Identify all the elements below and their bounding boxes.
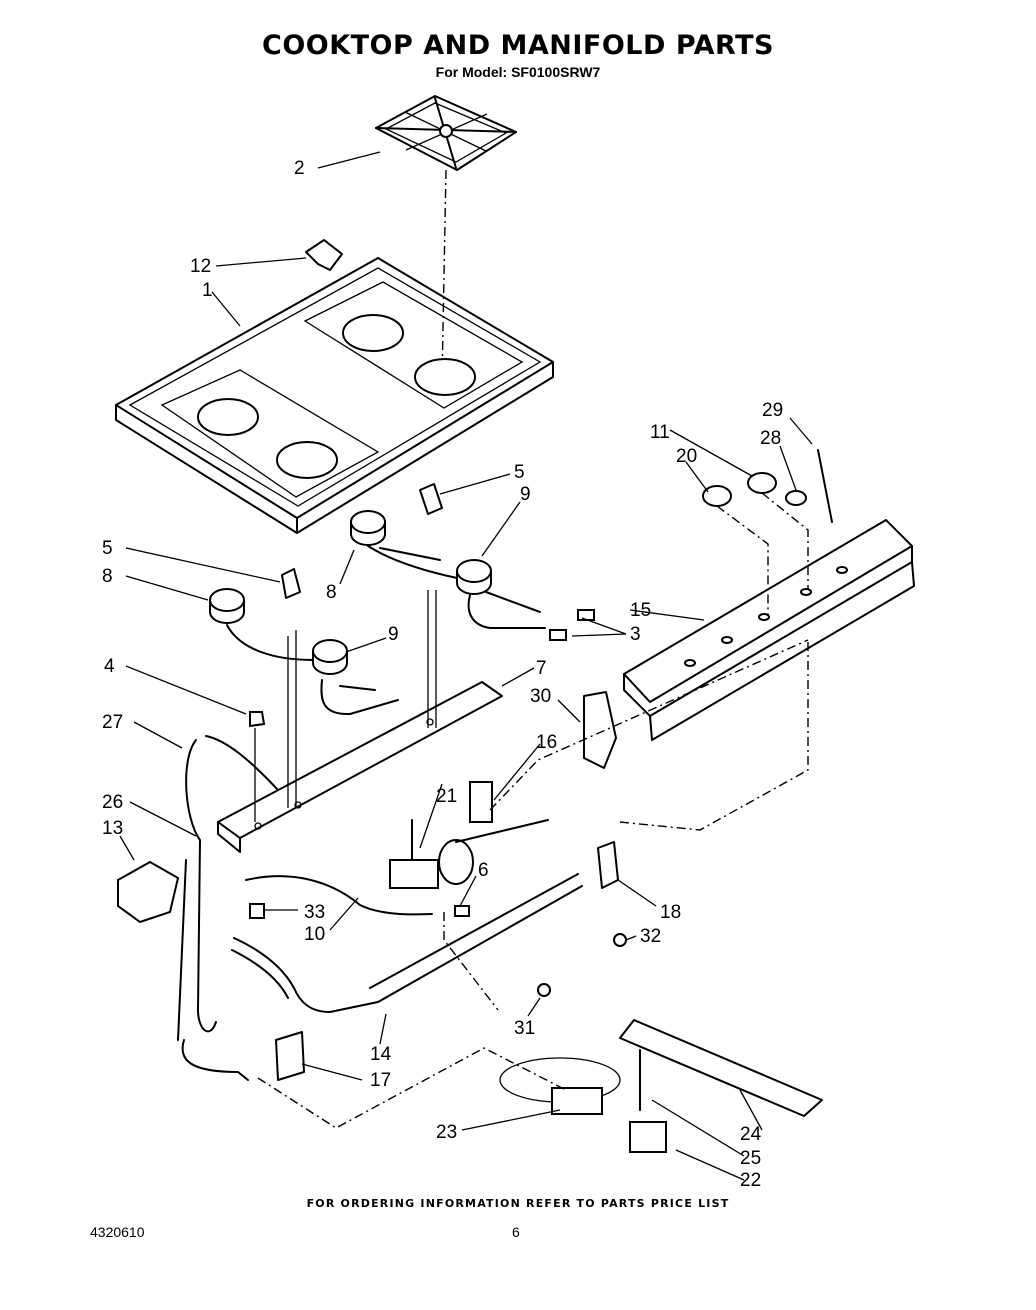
callout-3: 3: [630, 624, 641, 645]
callout-9-rear: 9: [520, 484, 531, 505]
burner-tube-10: [245, 875, 433, 916]
callout-26: 26: [102, 792, 123, 813]
callout-10: 10: [304, 924, 325, 945]
callout-2: 2: [294, 158, 305, 179]
bracket-18: [597, 841, 619, 889]
gas-supply-lines: [177, 735, 279, 1081]
nut-4: [249, 711, 266, 728]
burner-bracket-rear: [419, 483, 443, 515]
ordering-note: FOR ORDERING INFORMATION REFER TO PARTS …: [306, 1197, 730, 1210]
callout-28: 28: [760, 428, 781, 449]
screw-29: [817, 449, 833, 523]
callout-14: 14: [370, 1044, 392, 1065]
callout-30: 30: [530, 686, 551, 707]
leader-lines: [119, 151, 813, 1181]
orifice-6: [454, 905, 470, 917]
callout-18: 18: [660, 902, 681, 923]
callout-16: 16: [536, 732, 557, 753]
pressure-regulator: [117, 860, 180, 924]
callout-24: 24: [740, 1124, 762, 1145]
rear-manifold-tube: [231, 873, 583, 1013]
burner-grate: [375, 95, 517, 171]
valve-assembly: [389, 781, 549, 889]
mounting-bracket-17: [275, 1031, 305, 1081]
callout-6: 6: [478, 860, 489, 881]
callout-25: 25: [740, 1148, 761, 1169]
callout-29: 29: [762, 400, 783, 421]
burner-bracket-front: [281, 568, 301, 599]
document-number: 4320610: [90, 1224, 145, 1240]
callout-21: 21: [436, 786, 457, 807]
callout-32: 32: [640, 926, 661, 947]
cooktop-panel: [115, 257, 554, 534]
oven-burner-assembly: [499, 1019, 823, 1153]
burner-support-bracket: [217, 681, 503, 853]
callout-22: 22: [740, 1170, 761, 1191]
cooktop-bracket: [305, 239, 343, 271]
callout-20: 20: [676, 446, 697, 467]
rear-burner-assembly: [350, 510, 595, 641]
valve-knob-28: [785, 490, 807, 506]
callout-17: 17: [370, 1070, 391, 1091]
callout-11: 11: [650, 422, 670, 443]
page-number: 6: [512, 1224, 520, 1240]
front-burner-assembly: [209, 588, 399, 716]
screw-32: [613, 933, 627, 947]
callout-5-rear: 5: [514, 462, 525, 483]
callout-5-front: 5: [102, 538, 113, 559]
spacer-33: [249, 903, 265, 919]
grate-centerline: [441, 169, 447, 381]
valve-knob-20: [702, 485, 732, 507]
callout-27: 27: [102, 712, 123, 733]
callout-4: 4: [104, 656, 115, 677]
callout-31: 31: [514, 1018, 535, 1039]
callout-13: 13: [102, 818, 123, 839]
callout-8-rear: 8: [326, 582, 337, 603]
heat-shield: [583, 691, 617, 769]
callout-7: 7: [536, 658, 547, 679]
screw-31: [537, 983, 551, 997]
valve-knob-11: [747, 472, 777, 494]
callout-12: 12: [190, 256, 211, 277]
callout-labels: 2 12 1 5 9 5 8 8 9 15 3 4 7 27 30 16 21 …: [102, 158, 783, 1191]
callout-8-front: 8: [102, 566, 113, 587]
callout-23: 23: [436, 1122, 457, 1143]
page-title: COOKTOP AND MANIFOLD PARTS: [262, 30, 774, 61]
callout-1: 1: [202, 280, 213, 301]
callout-9-front: 9: [388, 624, 399, 645]
callout-33: 33: [304, 902, 325, 923]
manifold-rail: [623, 519, 915, 741]
model-subtitle: For Model: SF0100SRW7: [435, 64, 601, 80]
callout-15: 15: [630, 600, 651, 621]
